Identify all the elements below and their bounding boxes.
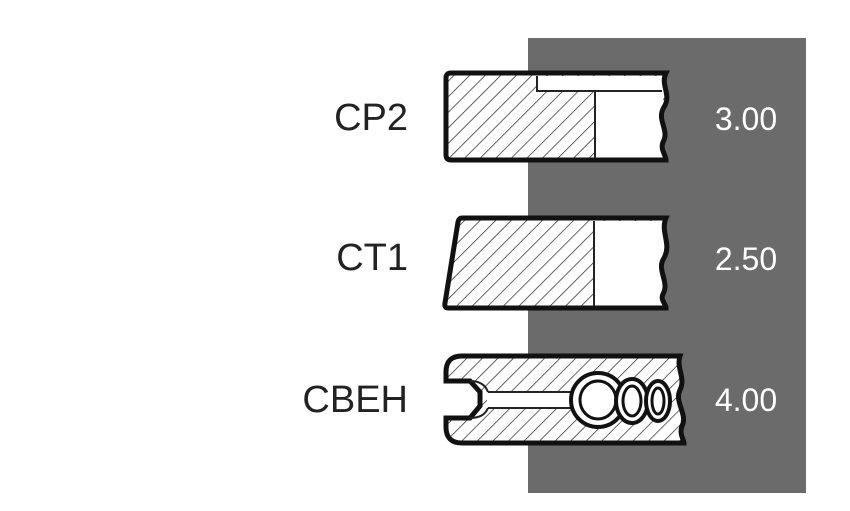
ring-profile-cp2 (443, 70, 671, 163)
ring-value-cp2: 3.00 (714, 101, 778, 137)
ring-value-ct1: 2.50 (714, 241, 778, 277)
ring-label-cp2: CP2 (334, 97, 408, 139)
ring-label-ct1: CT1 (336, 237, 408, 279)
ring-profile-ct1 (442, 215, 670, 311)
ring-label-cbeh: CBEH (302, 379, 408, 421)
ring-profile-cbeh (443, 353, 687, 446)
ring-value-cbeh: 4.00 (714, 382, 778, 418)
